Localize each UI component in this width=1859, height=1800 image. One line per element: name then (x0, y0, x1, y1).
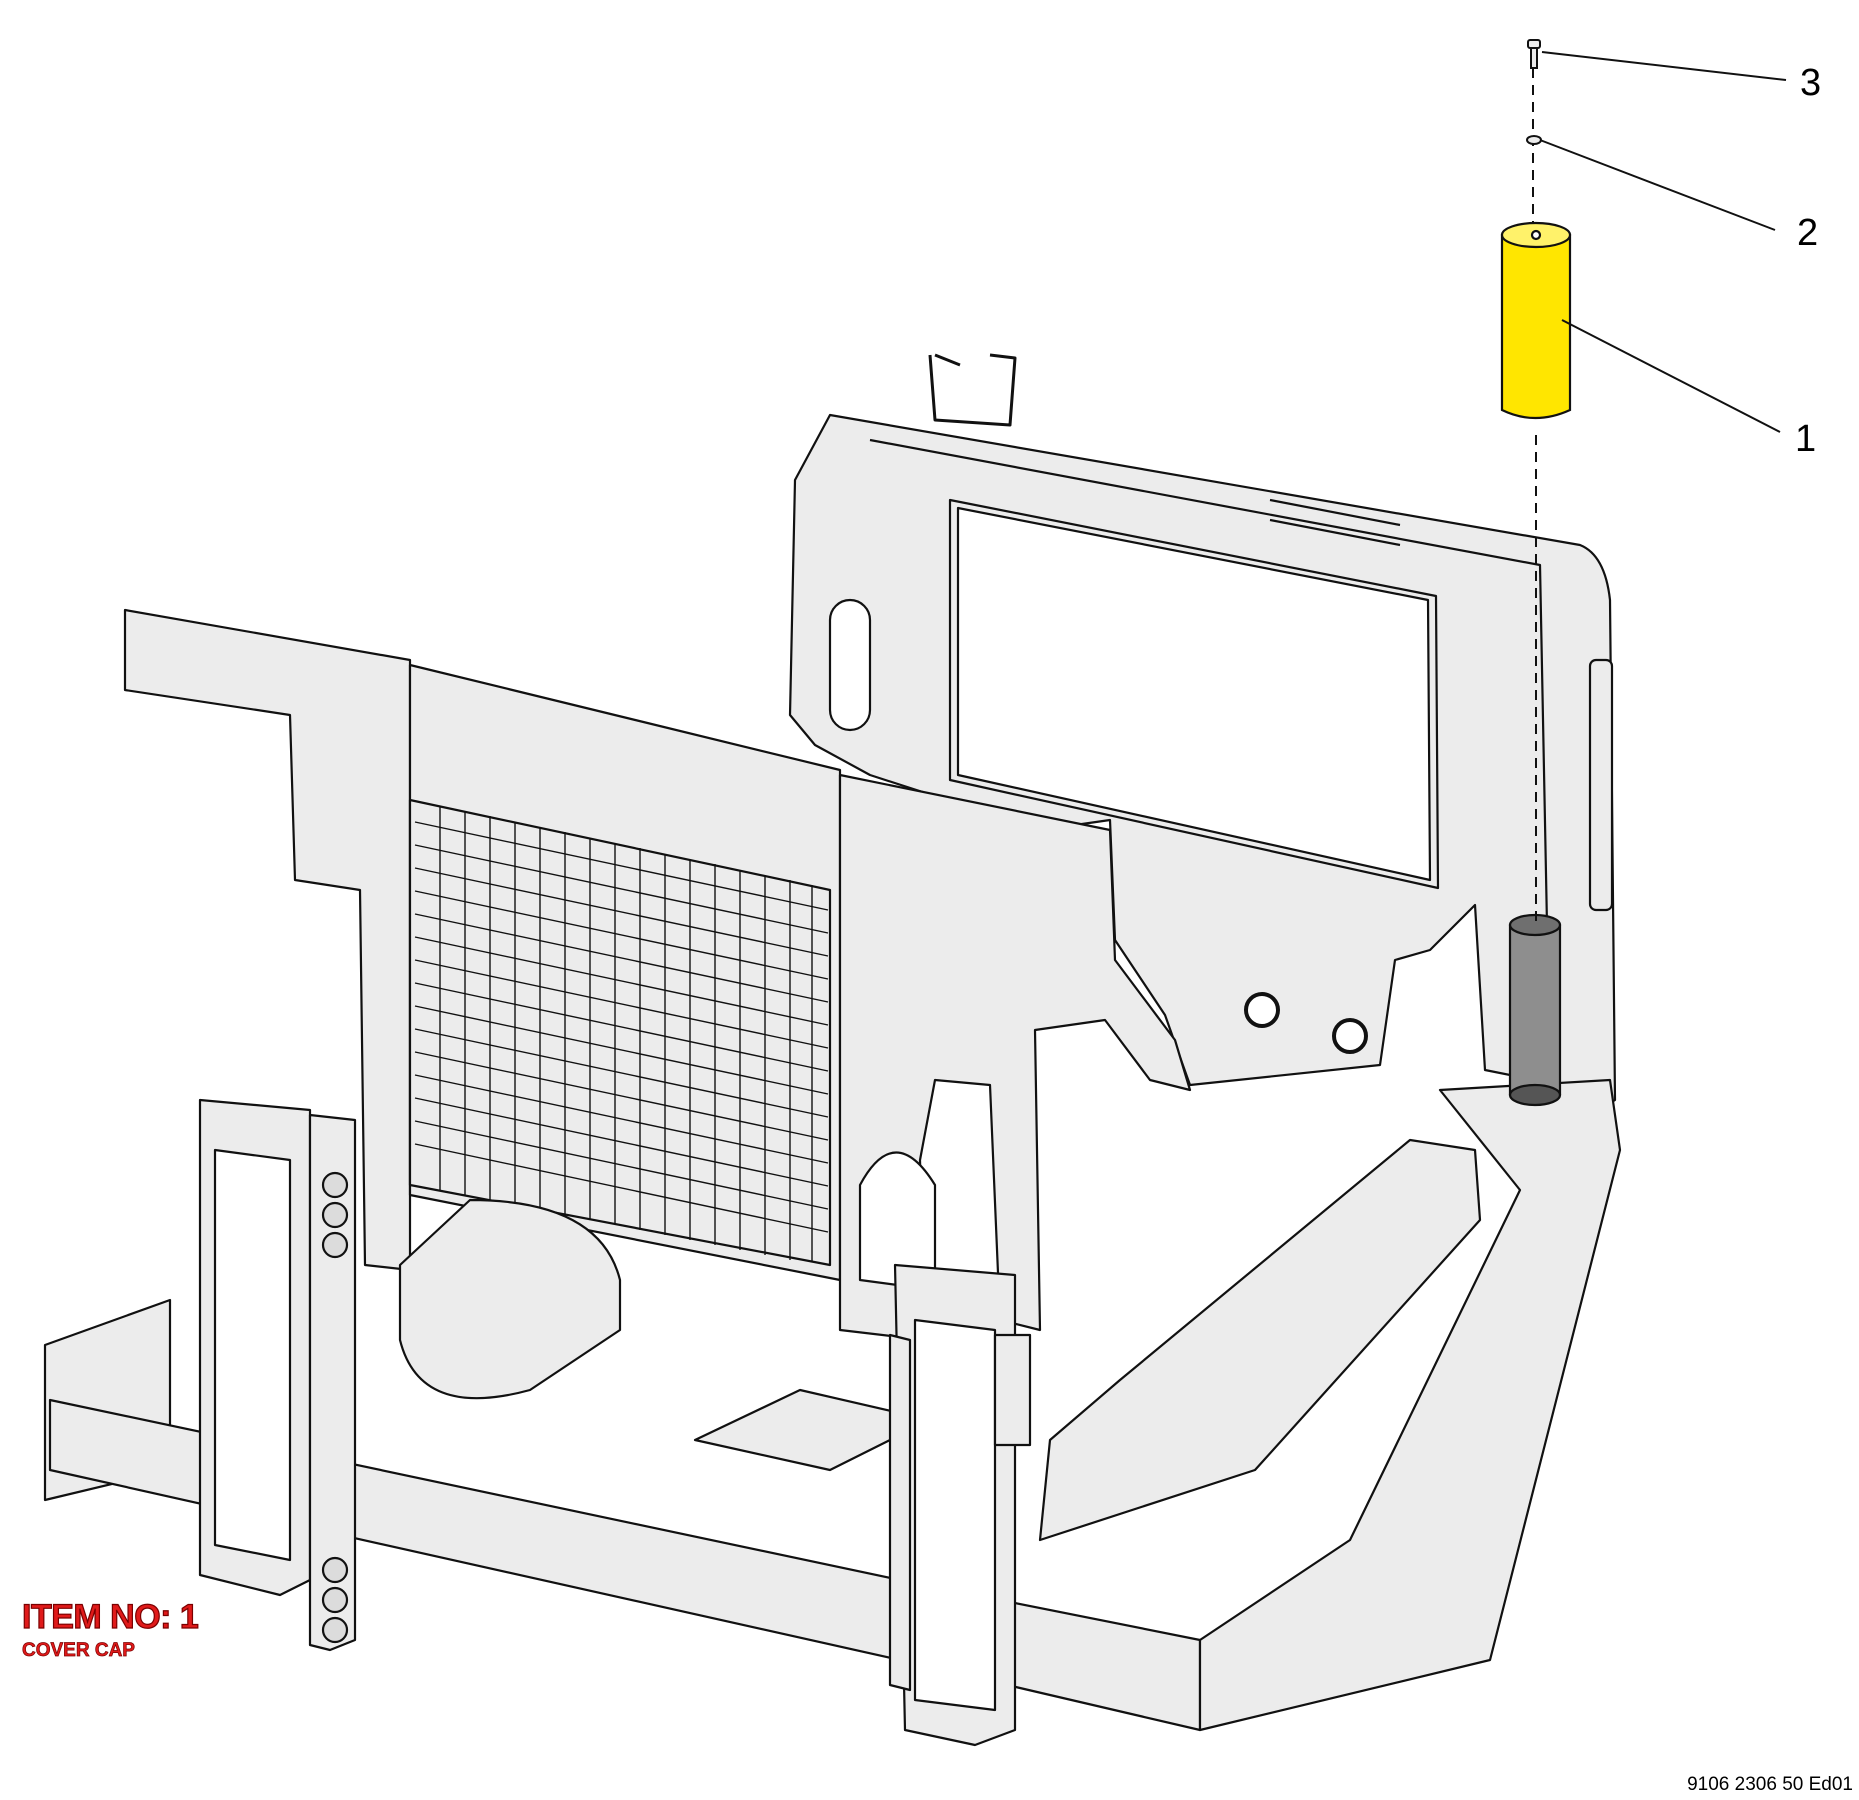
callout-1-label: 1 (1795, 418, 1817, 460)
left-post-bolts (321, 1171, 349, 1644)
part-1-cover-cap (1500, 221, 1572, 420)
item-number-title: ITEM NO: 1 (21, 1597, 199, 1636)
part-2-washer (1526, 135, 1542, 145)
receiving-tube (1508, 917, 1562, 1103)
drawing-number: 9106 2306 50 Ed01 (1687, 1774, 1853, 1795)
callout-2-label: 2 (1797, 212, 1819, 254)
base-right-side (1198, 1078, 1622, 1732)
dashed-assembly-axis (1532, 68, 1537, 925)
grille-mesh (414, 806, 829, 1262)
rear-panel-window (956, 506, 1432, 882)
callout-3-label: 3 (1800, 62, 1822, 104)
callout-leaders (1539, 51, 1787, 433)
part-3-screw (1527, 39, 1541, 69)
lifting-handle (928, 353, 1017, 427)
base-swirl (398, 1198, 622, 1400)
center-arch (858, 1151, 937, 1292)
item-name: COVER CAP (22, 1640, 136, 1662)
base-diagonal-beam (1038, 1138, 1482, 1542)
